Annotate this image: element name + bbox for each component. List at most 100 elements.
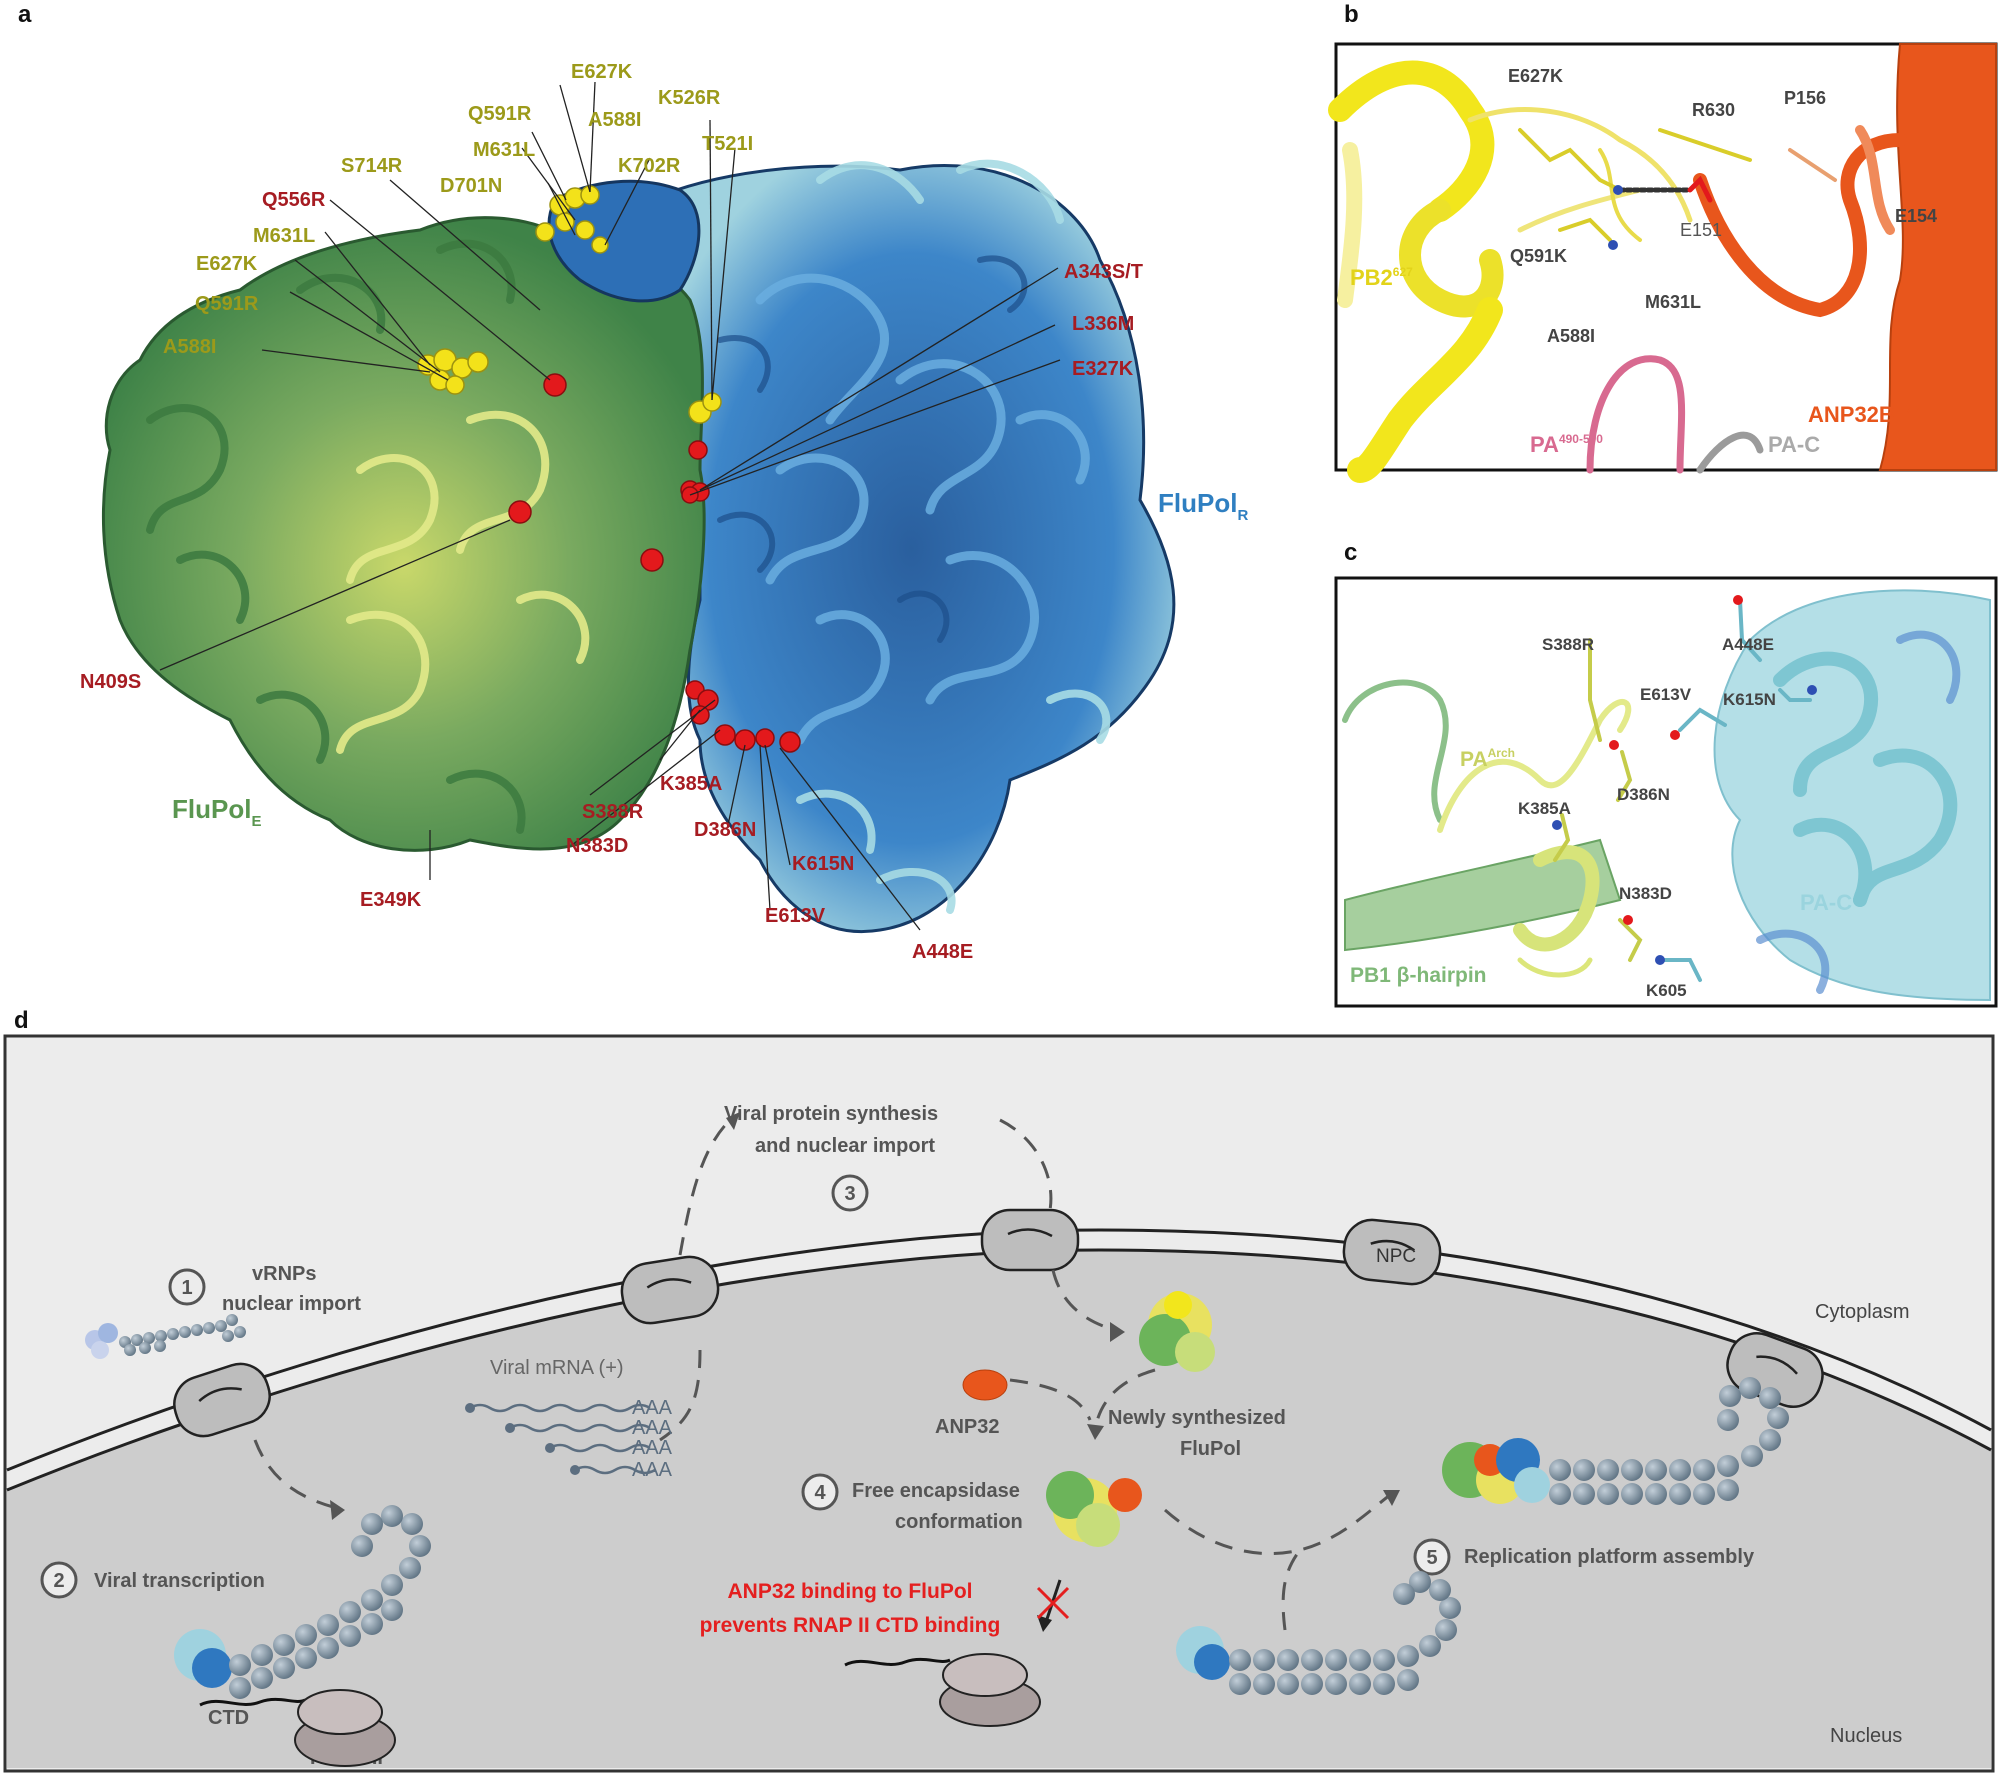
- label-a-k615n: K615N: [792, 853, 854, 875]
- label-c-k605: K605: [1646, 981, 1687, 1000]
- label-b-m631l: M631L: [1645, 292, 1701, 312]
- label-npc: NPC: [1376, 1246, 1416, 1267]
- pb2-blue-lid: [547, 179, 701, 303]
- label-b-pa: PA490-500: [1530, 432, 1603, 457]
- step4-line2: conformation: [895, 1511, 1023, 1533]
- label-a-l336m: L336M: [1072, 313, 1134, 335]
- label-a-e327k: E327K: [1072, 358, 1134, 380]
- label-a-q591r-top: Q591R: [468, 103, 532, 125]
- label-ctd: CTD: [208, 1707, 249, 1729]
- step-number-4: 4: [814, 1482, 826, 1504]
- panel-a-leader-lines: [159, 81, 1061, 931]
- panel-letter-b: b: [1344, 1, 1359, 28]
- label-a-e613v: E613V: [765, 905, 826, 927]
- label-c-pa-arch: PAArch: [1460, 746, 1515, 771]
- polya-4: AAA: [632, 1459, 673, 1481]
- label-viral-mrna: Viral mRNA (+): [490, 1357, 624, 1379]
- newly-synthesized-flupol: [1139, 1291, 1215, 1372]
- label-newly-line2: FluPol: [1180, 1438, 1241, 1460]
- label-b-pa-c: PA-C: [1768, 432, 1820, 457]
- mrna-caps: [465, 1403, 580, 1475]
- replication-platform: [1442, 1377, 1789, 1505]
- label-newly-line1: Newly synthesized: [1108, 1407, 1286, 1429]
- panel-letter-c: c: [1344, 539, 1357, 566]
- panel-c: c: [1334, 539, 1998, 1008]
- label-a-t521i: T521I: [702, 133, 753, 155]
- label-a-e349k: E349K: [360, 889, 422, 911]
- step-number-3: 3: [844, 1183, 855, 1205]
- vrnp-import: [85, 1314, 246, 1359]
- polya-2: AAA: [632, 1417, 673, 1439]
- label-a-a588i: A588I: [163, 336, 216, 358]
- label-cytoplasm: Cytoplasm: [1815, 1301, 1909, 1323]
- anp32-molecule: [962, 1369, 1008, 1401]
- warning-line2: prevents RNAP II CTD binding: [700, 1614, 1001, 1637]
- polya-1: AAA: [632, 1397, 673, 1419]
- label-b-e151: E151: [1680, 220, 1722, 240]
- panel-a: a: [18, 1, 1248, 963]
- nuclear-envelope-inner: [6, 1248, 1992, 1492]
- label-b-pb2: PB2627: [1350, 265, 1413, 290]
- flupol-e-structure: [101, 216, 706, 852]
- label-a-e627k-top: E627K: [571, 61, 633, 83]
- label-nucleus: Nucleus: [1830, 1725, 1902, 1747]
- step-number-2: 2: [53, 1570, 64, 1592]
- label-a-k526r: K526R: [658, 87, 721, 109]
- label-a-a343st: A343S/T: [1064, 261, 1143, 283]
- panel-b-structure: [1328, 43, 1997, 483]
- step4-line1: Free encapsidase: [852, 1480, 1020, 1502]
- step-circles: [40, 1174, 1451, 1599]
- label-c-pa-c: PA-C: [1800, 890, 1852, 915]
- label-c-e613v: E613V: [1640, 685, 1692, 704]
- panel-d-arrowheads: [330, 1112, 1400, 1520]
- label-a-d386n: D386N: [694, 819, 756, 841]
- label-anp32: ANP32: [935, 1416, 999, 1438]
- label-a-n409s: N409S: [80, 671, 141, 693]
- label-a-s714r: S714R: [341, 155, 403, 177]
- label-c-pb1: PB1 β-hairpin: [1350, 964, 1487, 987]
- step5-text: Replication platform assembly: [1464, 1546, 1755, 1568]
- mrna-strands: [469, 1403, 656, 1475]
- label-a-k385a: K385A: [660, 773, 722, 795]
- label-b-e627k: E627K: [1508, 66, 1563, 86]
- label-b-a588i: A588I: [1547, 326, 1595, 346]
- yellow-mutation-spheres: [417, 185, 722, 424]
- label-b-q591k: Q591K: [1510, 246, 1567, 266]
- label-c-k385a: K385A: [1518, 799, 1571, 818]
- label-a-a588i-top: A588I: [588, 109, 641, 131]
- label-c-n383d: N383D: [1619, 884, 1672, 903]
- polya-3: AAA: [632, 1437, 673, 1459]
- panel-d: d NPC: [3, 1007, 1995, 1773]
- panel-b: b: [1328, 1, 1998, 483]
- label-a-m631l: M631L: [253, 225, 315, 247]
- transcribing-vrnp: [174, 1505, 431, 1699]
- vrnp-bottom: [1176, 1571, 1461, 1695]
- label-a-m631l-top: M631L: [473, 139, 535, 161]
- nucleus-area: [7, 1250, 1991, 1768]
- warning-line1: ANP32 binding to FluPol: [728, 1580, 973, 1603]
- step2-text: Viral transcription: [94, 1570, 265, 1592]
- label-a-n383d: N383D: [566, 835, 628, 857]
- step3-line1: Viral protein synthesis: [724, 1103, 938, 1125]
- label-a-e627k: E627K: [196, 253, 258, 275]
- blocked-arrow: [1036, 1579, 1070, 1632]
- rnap-ii-left: [199, 1689, 396, 1767]
- label-b-p156: P156: [1784, 88, 1826, 108]
- label-a-s388r: S388R: [582, 801, 644, 823]
- label-flupol-r: FluPolR: [1158, 488, 1248, 524]
- label-a-k702r: K702R: [618, 155, 681, 177]
- step1-line2: nuclear import: [222, 1293, 361, 1315]
- label-a-q556r: Q556R: [262, 189, 326, 211]
- step3-line2: and nuclear import: [755, 1135, 935, 1157]
- label-a-a448e: A448E: [912, 941, 973, 963]
- label-a-d701n: D701N: [440, 175, 502, 197]
- label-a-q591r: Q591R: [195, 293, 259, 315]
- step1-line1: vRNPs: [252, 1263, 316, 1285]
- label-c-k615n: K615N: [1723, 690, 1776, 709]
- nuclear-envelope-outer: [6, 1228, 1992, 1472]
- label-b-r630: R630: [1692, 100, 1735, 120]
- panel-c-structure: [1342, 589, 1991, 1002]
- encapsidase-flupol: [1046, 1471, 1142, 1547]
- step-number-5: 5: [1426, 1547, 1437, 1569]
